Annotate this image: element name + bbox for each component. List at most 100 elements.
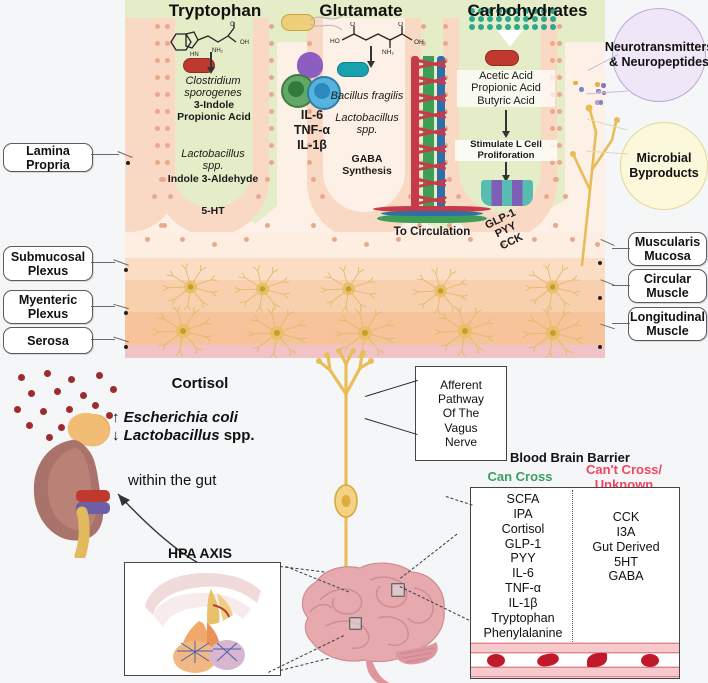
cortisol-particle — [28, 390, 35, 397]
leaderdot-longitudinal — [598, 345, 602, 349]
villus4-arrow-icon — [505, 110, 507, 132]
epithelial-nucleus — [180, 237, 185, 242]
epithelial-nucleus — [554, 177, 559, 182]
neurotransmitter-particle — [573, 81, 578, 86]
hpa-axis-title: HPA AXIS — [140, 545, 260, 561]
bbb-leader-dashed — [446, 496, 473, 506]
svg-text:NH₂: NH₂ — [382, 49, 394, 56]
epithelial-nucleus — [269, 58, 274, 63]
epithelial-nucleus — [550, 126, 555, 131]
neurotransmitter-particle — [595, 82, 600, 87]
bbb-list-item: TNF-α — [475, 581, 571, 596]
epithelial-nucleus — [269, 41, 274, 46]
epithelial-nucleus — [152, 194, 157, 199]
cortisol-particle — [68, 376, 75, 383]
cortisol-particle — [18, 374, 25, 381]
epithelial-nucleus — [447, 177, 452, 182]
vagus-nerve-box[interactable]: Afferent Pathway Of The Vagus Nerve — [415, 366, 507, 461]
epithelial-nucleus — [155, 126, 160, 131]
bbb-list-item: PYY — [475, 551, 571, 566]
glutamate-arrow-icon — [370, 46, 372, 62]
leaderdot-submucosal — [124, 268, 128, 272]
villus3-microbe1-label: Bacillus fragilis — [321, 90, 413, 102]
epithelial-nucleus — [269, 126, 274, 131]
callout-circular-muscle[interactable]: CircularMuscle — [628, 269, 707, 303]
leaderdot-lamina-propria — [126, 161, 130, 165]
hpa-axis-box[interactable] — [124, 562, 281, 676]
svg-text:HO: HO — [330, 38, 340, 45]
enteric-neuron — [153, 305, 213, 357]
bbb-divider — [572, 490, 573, 642]
svg-text:HN: HN — [190, 52, 199, 58]
epithelial-nucleus — [162, 223, 167, 228]
carbohydrate-unit — [487, 24, 493, 30]
villus4-effect-label: Stimulate L Cell Proliforation — [455, 140, 557, 161]
bbb-list-item: GABA — [577, 569, 675, 584]
blood-brain-barrier-box[interactable]: SCFAIPACortisolGLP-1PYYIL-6TNF-αIL-1βTry… — [470, 487, 680, 679]
header-carbohydrates: Carbohydrates — [450, 1, 605, 21]
carbohydrate-unit — [523, 24, 529, 30]
callout-lamina-propria[interactable]: Lamina Propria — [3, 143, 93, 172]
leader-circular — [612, 285, 630, 286]
villus1-metabolite2-label: Indole 3-Aldehyde — [155, 174, 271, 186]
callout-myenteric-plexus[interactable]: MyentericPlexus — [3, 290, 93, 324]
villus3-output-label: GABA Synthesis — [323, 154, 411, 178]
neurotransmitter-particle — [599, 100, 604, 105]
epithelial-nucleus — [244, 237, 249, 242]
epithelial-nucleus — [443, 24, 448, 29]
glutamate-structure-icon: HO O O OH NH₂ — [330, 22, 426, 58]
bbb-list-item: IPA — [475, 507, 571, 522]
leaderdot-circular — [598, 296, 602, 300]
epithelial-nucleus — [269, 24, 274, 29]
bbb-can-cross-header: Can Cross — [470, 469, 570, 484]
cortisol-title: Cortisol — [140, 375, 260, 392]
epithelial-nucleus — [269, 160, 274, 165]
svg-text:OH: OH — [414, 39, 424, 46]
immune-cell-green-nucleus — [288, 81, 304, 97]
vagus-nerve-box-text: Afferent Pathway Of The Vagus Nerve — [438, 378, 484, 450]
epithelial-nucleus — [155, 58, 160, 63]
bbb-cant-cross-list: CCKI3AGut Derived5HTGABA — [577, 510, 675, 584]
tryptophan-structure-icon: HN NH₂ OH O — [168, 18, 264, 58]
neurotransmitter-particle — [579, 87, 584, 92]
epithelial-nucleus — [269, 75, 274, 80]
svg-text:O: O — [230, 22, 235, 28]
to-circulation-label: To Circulation — [373, 226, 491, 239]
callout-muscularis-mucosa[interactable]: MuscularisMucosa — [628, 232, 707, 266]
enteric-neuron — [247, 307, 307, 358]
leader-submucosal — [91, 262, 115, 263]
epithelial-nucleus — [332, 237, 337, 242]
callout-serosa[interactable]: Serosa — [3, 327, 93, 354]
bbb-list-item: I3A — [577, 525, 675, 540]
villus4-arrow2-icon — [505, 162, 507, 176]
bubble-microbial-byproducts[interactable]: MicrobialByproducts — [620, 122, 708, 210]
villus4-metabolites-label: Acetic Acid Propionic Acid Butyric Acid — [457, 70, 555, 107]
villus1-metabolite1-label: 3-Indole Propionic Acid — [159, 100, 269, 124]
epithelial-nucleus — [269, 92, 274, 97]
neurotransmitter-particle — [601, 83, 606, 88]
bbb-list-item: CCK — [577, 510, 675, 525]
bbb-list-item: SCFA — [475, 492, 571, 507]
bubble-neurotransmitters[interactable]: Neurotransmitters& Neuropeptides — [612, 8, 706, 102]
carb-degrading-bacterium — [485, 50, 519, 66]
leaderdot-serosa — [124, 345, 128, 349]
epithelial-nucleus — [269, 109, 274, 114]
epithelial-nucleus — [165, 126, 170, 131]
enteric-neuron — [163, 263, 218, 311]
epithelial-nucleus — [311, 177, 316, 182]
epithelial-nucleus — [544, 194, 549, 199]
carbohydrate-unit — [541, 24, 547, 30]
epithelial-nucleus — [155, 24, 160, 29]
enteric-neuron-cluster — [125, 255, 605, 347]
enteric-neuron — [525, 263, 580, 311]
callout-submucosal-plexus[interactable]: SubmucosalPlexus — [3, 246, 93, 281]
bbb-list-item: Cortisol — [475, 522, 571, 537]
villus3-microbe2-label: Lactobacillus spp. — [321, 112, 413, 137]
villus1-output-label: 5-HT — [177, 206, 249, 218]
cortisol-particle — [44, 370, 51, 377]
cortisol-particle — [110, 386, 117, 393]
callout-longitudinal-muscle[interactable]: LongitudinalMuscle — [628, 307, 707, 341]
leader-myenteric — [91, 306, 115, 307]
pituitary-illustration — [125, 563, 280, 675]
leaderdot-muscularis — [598, 261, 602, 265]
